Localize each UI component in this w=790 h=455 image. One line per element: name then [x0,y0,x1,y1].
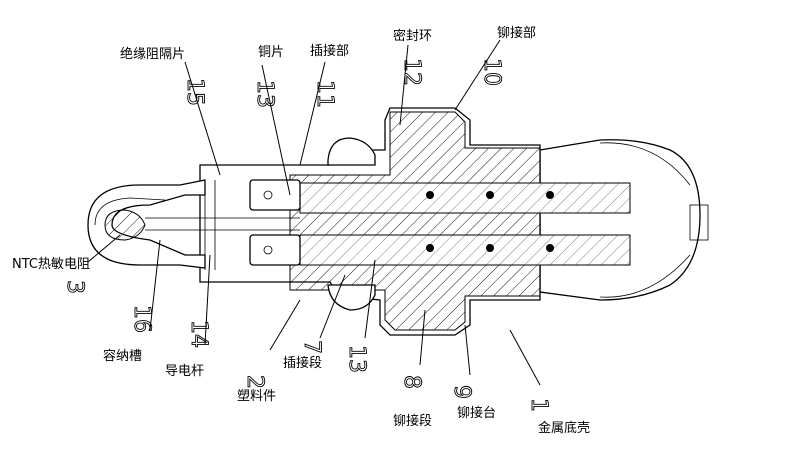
number-3: 3 [62,280,87,294]
label-rivet-part: 铆接部 [497,25,536,41]
number-9: 9 [449,385,474,399]
metal-base-shell [539,139,709,301]
number-10: 10 [479,58,504,86]
number-11: 11 [312,80,337,108]
number-2: 2 [242,375,267,389]
number-13-bottom: 13 [344,345,369,373]
text-labels: 绝缘阻隔片 铜片 插接部 密封环 铆接部 NTC热敏电阻 容纳槽 导电杆 塑料件… [12,25,590,436]
label-insulating-sheet: 绝缘阻隔片 [120,46,185,62]
label-plug-section: 插接段 [283,355,322,371]
label-rivet-platform: 铆接台 [457,405,496,421]
seal-rings [327,137,376,311]
leader-lines [87,39,541,386]
number-7: 7 [299,340,324,354]
label-seal-ring: 密封环 [393,28,432,44]
label-conductive-rod: 导电杆 [165,364,204,379]
label-plug-part: 插接部 [310,43,349,59]
label-rivet-section: 铆接段 [393,413,432,429]
label-ntc: NTC热敏电阻 [12,257,90,272]
number-1: 1 [526,398,551,412]
hatched-core [289,111,631,331]
number-15: 15 [182,78,207,106]
number-16: 16 [129,305,154,333]
number-8: 8 [399,375,424,389]
copper-terminals [249,179,301,266]
probe-tip [87,179,300,270]
number-13-top: 13 [252,80,277,108]
label-plastic-part: 塑料件 [237,389,276,404]
label-housing-groove: 容纳槽 [103,348,142,364]
number-14: 14 [186,320,211,348]
part-numbers: 15 13 11 12 10 3 16 14 2 7 13 8 9 1 [62,58,552,413]
label-copper-sheet: 铜片 [258,45,284,60]
rivet-dots [426,191,554,252]
number-12: 12 [399,58,424,86]
label-metal-base: 金属底壳 [538,420,590,436]
